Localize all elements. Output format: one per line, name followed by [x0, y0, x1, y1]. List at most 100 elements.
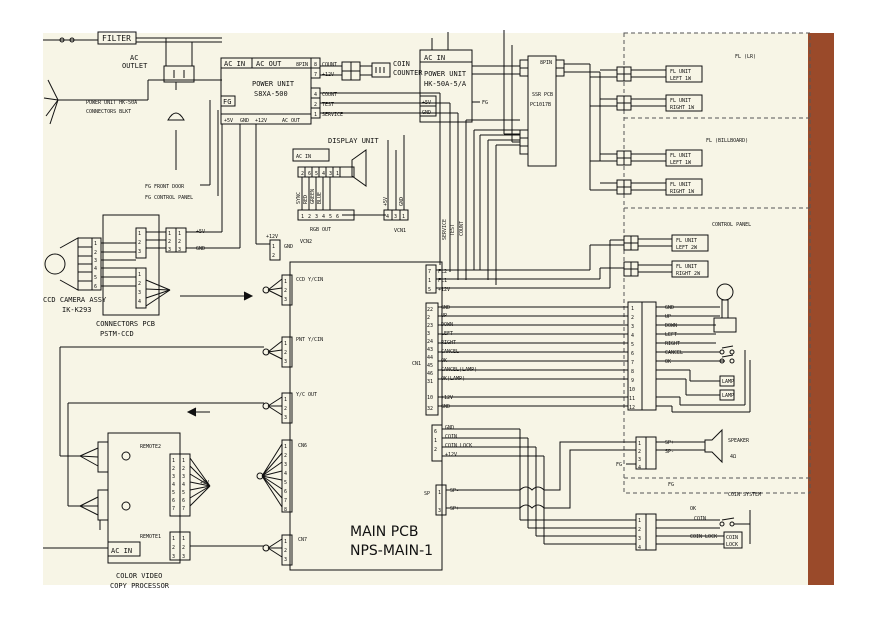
cn1-pin: 24: [427, 339, 433, 345]
connectors-pcb-box: [102, 214, 160, 316]
plus5v-label: +5V: [224, 118, 233, 124]
ccd-camera-assy: 1 2 3 4 5 6 CCD CAMERA ASSY IK-K293: [43, 237, 136, 314]
cam-pin: 5: [94, 275, 97, 281]
spk-pin: 1: [638, 441, 641, 447]
mp-pin: 3: [284, 415, 287, 421]
rem-pin: 2: [182, 466, 185, 472]
power-unit-title-2: S8XA-500: [254, 90, 288, 98]
service-label: SERVICE: [322, 112, 343, 118]
cp-pin: 6: [631, 351, 634, 357]
spk-plus: SP+: [665, 440, 674, 446]
power-unit-hk-connector: POWER UNIT HK-50A CONNECTORS BLKT: [43, 79, 222, 125]
rem1-pin: 3: [182, 554, 185, 560]
vcn1-pin: 3: [394, 214, 397, 220]
pstm-ccd-label: PSTM-CCD: [100, 330, 134, 338]
cp-pin: 10: [629, 387, 635, 393]
power-unit-hk50a: AC IN POWER UNIT HK-50A-5/A +5V GND FG: [419, 32, 488, 123]
fl-unit-sub: LEFT 1W: [670, 160, 692, 166]
cn6-pin: 8: [284, 507, 287, 513]
cp-up: UP: [665, 314, 671, 320]
coin-speaker-wiring: 1 2 3 4 SP+ SP- SPEAKER 4Ω FG FG: [442, 428, 750, 545]
fl-unit-label: FL UNIT: [670, 182, 691, 188]
rem1-pin: 2: [172, 545, 175, 551]
ac-out-label: AC OUT: [256, 60, 282, 68]
fl-unit-label: FL UNIT: [676, 238, 697, 244]
main-to-fl-wiring: [436, 239, 624, 289]
cn6-pin: 6: [284, 489, 287, 495]
cam-pin: 4: [94, 266, 97, 272]
coin-sys-pin: 2: [638, 527, 641, 533]
disp-pin: 3: [329, 171, 332, 177]
cpcb-pin: 3: [138, 249, 141, 255]
power-unit-hk50a-title-1: POWER UNIT: [424, 70, 467, 78]
sig-12v: +12V: [441, 395, 453, 401]
cn1-pin: 3: [427, 331, 430, 337]
rem-pin: 4: [172, 482, 175, 488]
power-unit-hk-label: POWER UNIT HK-50A: [86, 100, 137, 106]
spk-pin: 2: [638, 449, 641, 455]
plus12v-label: +12V: [255, 118, 267, 124]
speaker-ohm: 4Ω: [730, 454, 736, 460]
service-vert: SERVICE: [442, 219, 448, 240]
cam-pin: 3: [94, 258, 97, 264]
mp-pin: 2: [284, 406, 287, 412]
vcn1-pin: 1: [402, 214, 405, 220]
mp-pin: 1: [284, 397, 287, 403]
mp-pin: 3: [284, 297, 287, 303]
fl-unit-sub: RIGHT 2W: [676, 271, 701, 277]
filter-section: FILTER: [43, 31, 222, 45]
cp-pin: 3: [631, 324, 634, 330]
rgb-pin: 3: [315, 214, 318, 220]
rem-pin: 5: [172, 490, 175, 496]
main-pcb: MAIN PCB NPS-MAIN-1 1 2 3 CCD Y/CIN 1 2 …: [186, 261, 477, 571]
cpcb-out-pin: 1: [178, 231, 181, 237]
vcn2-12v: +12V: [266, 234, 278, 240]
cn6-pin: 2: [284, 453, 287, 459]
cp-pin: 4: [631, 333, 634, 339]
pin-1: 1: [314, 112, 317, 118]
display-unit: DISPLAY UNIT AC IN 2 6 5 4 3 1 1 2 3 4 5…: [292, 137, 386, 233]
display-unit-label: DISPLAY UNIT: [328, 137, 379, 145]
spk-fg: FG: [616, 462, 622, 468]
coin-sys-coin: COIN: [694, 516, 706, 522]
plus12v-label-3: +12V: [438, 287, 450, 293]
mp-pin: 2: [284, 288, 287, 294]
cn1-pin: 23: [427, 323, 433, 329]
sig-gnd: GND: [441, 305, 450, 311]
cn1-pin: 46: [427, 371, 433, 377]
fl-lr-label: FL (LR): [735, 54, 756, 60]
ac-outlet-label-1: AC: [130, 54, 138, 62]
vcn2-pin: 1: [272, 244, 275, 250]
sp-minus-label: SP-: [450, 488, 459, 494]
fl-unit-sub: RIGHT 1W: [670, 189, 695, 195]
blue-label: BLUE: [317, 192, 323, 204]
cn6-pin: 4: [284, 471, 287, 477]
fl-unit-sub: RIGHT 1W: [670, 105, 695, 111]
coin-fg: FG: [668, 482, 674, 488]
ssr-pcb-box: [527, 55, 557, 167]
fg-label-2: FG: [482, 100, 488, 106]
camera-model-label: IK-K293: [62, 306, 92, 314]
mp-r-pin: 5: [428, 287, 431, 293]
cn1-pin: 43: [427, 347, 433, 353]
cpcb-pin: 3: [138, 290, 141, 296]
ac-outlet-box: [163, 65, 195, 83]
cn1-pin: 32: [427, 406, 433, 412]
cpcb-pin: 1: [138, 231, 141, 237]
test-vert: TEST: [450, 224, 456, 236]
vcn2-pin: 2: [272, 253, 275, 259]
rem-pin: 3: [182, 474, 185, 480]
color-video-box: [107, 432, 181, 564]
camera-icon: [44, 253, 66, 275]
cn1-pin: 31: [427, 379, 433, 385]
fl-unit-label: FL UNIT: [670, 153, 691, 159]
sync-label: SYNC: [296, 192, 302, 204]
cp-pin: 9: [631, 378, 634, 384]
ssr-pcb-label-2: PC1017B: [530, 102, 551, 108]
cp-pin: 5: [631, 342, 634, 348]
cn7-label: CN7: [298, 537, 307, 543]
ac-out-2-label: AC OUT: [282, 118, 300, 124]
rem1-pin: 1: [182, 536, 185, 542]
color-video-label-2: COPY PROCESSOR: [110, 582, 170, 590]
color-video-label-1: COLOR VIDEO: [116, 572, 162, 580]
